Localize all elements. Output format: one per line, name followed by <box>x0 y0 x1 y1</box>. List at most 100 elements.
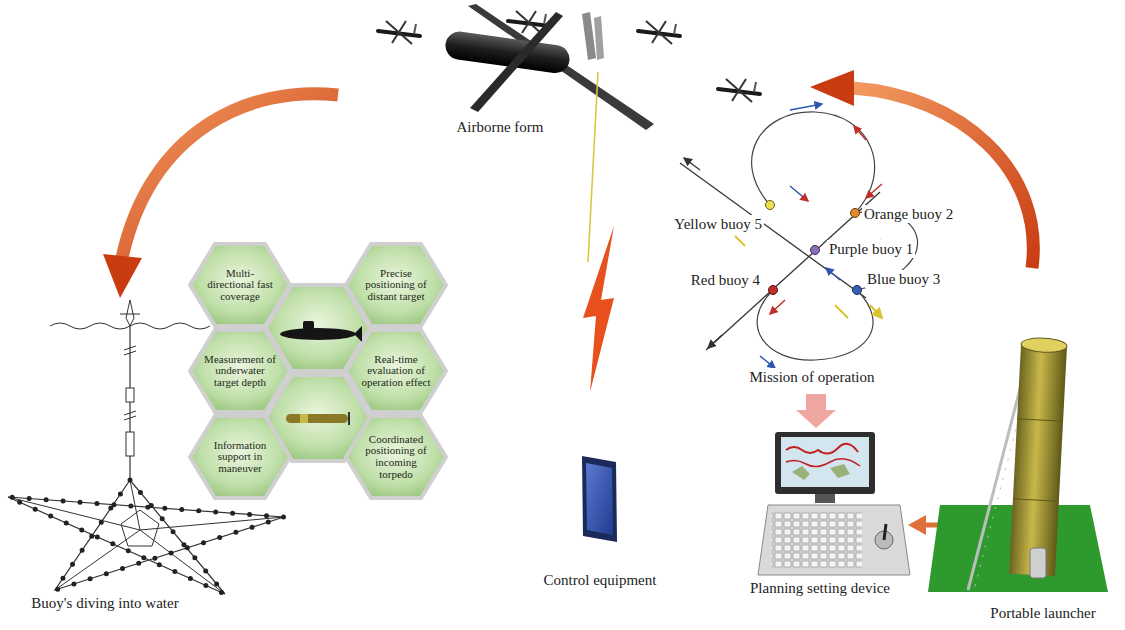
computer <box>786 444 858 454</box>
hexagon-shape <box>190 330 290 412</box>
caption-label: Mission of operation <box>748 368 877 386</box>
airborne-drone <box>470 12 563 112</box>
mission-figure <box>766 201 775 210</box>
caption-label: Planning setting device <box>748 579 892 597</box>
mission-figure <box>866 184 882 198</box>
torpedo-hexagon <box>348 412 350 425</box>
hexagon-shape <box>346 244 446 326</box>
small-drone <box>378 11 760 102</box>
buoy-string <box>126 300 134 326</box>
hexagon-shape <box>190 416 290 498</box>
hexagon-body: Coordinated positioning of incoming torp… <box>344 414 448 500</box>
caption-label: Blue buoy 3 <box>865 270 942 288</box>
capability-hexagon: Precise positioning of distant target <box>344 242 448 328</box>
hexagon-body: Precise positioning of distant target <box>344 242 448 328</box>
capability-hexagon: Real-time evaluation of operation effect <box>344 328 448 414</box>
buoy-string <box>124 351 136 355</box>
control-tablet <box>586 463 613 535</box>
computer <box>758 432 910 575</box>
capability-hexagon: Information support in maneuver <box>188 414 292 500</box>
computer <box>884 524 886 540</box>
hexagon-body: Real-time evaluation of operation effect <box>344 328 448 414</box>
buoy-string <box>120 314 140 315</box>
launcher <box>1017 419 1063 421</box>
control-tablet <box>582 456 617 542</box>
buoy-string <box>126 388 134 402</box>
capability-text: Information support in maneuver <box>204 440 276 475</box>
launcher <box>1013 499 1059 501</box>
double-arrow <box>908 515 926 535</box>
launcher <box>928 337 1108 592</box>
caption-label: Buoy's diving into water <box>29 594 180 612</box>
hexagon-body: Multi-directional fast coverage <box>188 242 292 328</box>
capability-hexagon: Multi-directional fast coverage <box>188 242 292 328</box>
computer <box>792 464 850 480</box>
small-drone <box>638 21 680 44</box>
caption-label: Orange buoy 2 <box>862 205 955 223</box>
capability-hexagon: Measurement of underwater target depth <box>188 328 292 414</box>
cycle-arrow <box>103 254 142 298</box>
computer <box>781 437 869 487</box>
caption-label: Portable launcher <box>988 604 1097 622</box>
airborne-drone <box>582 12 596 60</box>
lightning-bolt <box>583 226 614 392</box>
sensor-net <box>121 510 159 546</box>
caption-label: Control equipment <box>542 571 659 589</box>
mission-figure <box>760 356 775 368</box>
mission-figure <box>770 300 785 314</box>
capability-text: Multi-directional fast coverage <box>204 268 276 303</box>
flow-arrow <box>796 394 836 428</box>
caption-label: Red buoy 4 <box>689 271 762 289</box>
mission-figure <box>811 246 820 255</box>
mission-figure <box>790 104 822 110</box>
computer <box>772 512 862 568</box>
submarine-hexagon <box>354 326 362 342</box>
airborne-drone <box>444 4 654 130</box>
hexagon-shape <box>346 330 446 412</box>
mission-figure <box>680 104 918 368</box>
small-drone <box>718 79 760 102</box>
capability-text: Measurement of underwater target depth <box>204 354 276 389</box>
buoy-string <box>124 346 136 350</box>
buoy-string <box>50 300 210 480</box>
launcher <box>1030 548 1046 578</box>
control-tablet <box>582 456 617 542</box>
submarine-hexagon <box>280 328 356 340</box>
mission-figure <box>854 126 866 140</box>
mission-figure <box>835 305 848 318</box>
buoy-string <box>129 326 130 480</box>
computer <box>758 505 910 575</box>
mission-figure <box>735 236 745 246</box>
hexagon-body: Information support in maneuver <box>188 414 292 500</box>
buoy-string <box>124 416 136 420</box>
capability-text: Real-time evaluation of operation effect <box>360 354 432 389</box>
computer <box>775 432 875 494</box>
mission-figure <box>708 335 722 348</box>
launcher <box>1009 344 1067 576</box>
hexagon-shape <box>190 244 290 326</box>
mission-figure <box>826 268 840 280</box>
mission-figure <box>870 305 882 318</box>
cycle-arrow <box>122 94 338 258</box>
submarine-hexagon <box>303 321 314 330</box>
mission-figure <box>851 209 860 218</box>
torpedo-hexagon <box>300 414 308 423</box>
capability-text: Coordinated positioning of incoming torp… <box>360 434 432 480</box>
capability-text: Precise positioning of distant target <box>360 268 432 303</box>
mission-figure <box>790 186 808 201</box>
data-link <box>588 72 598 262</box>
mission-figure <box>853 286 862 295</box>
cycle-arrow <box>810 70 854 106</box>
buoy-string <box>124 411 136 415</box>
mission-figure <box>684 158 700 170</box>
caption-label: Yellow buoy 5 <box>672 215 764 233</box>
computer <box>815 494 835 503</box>
caption-label: Airborne form <box>454 118 545 136</box>
capability-hexagon: Coordinated positioning of incoming torp… <box>344 414 448 500</box>
launcher <box>1021 337 1068 353</box>
buoy-string <box>126 432 134 456</box>
hexagon-shape <box>346 416 446 498</box>
mission-figure <box>769 286 778 295</box>
